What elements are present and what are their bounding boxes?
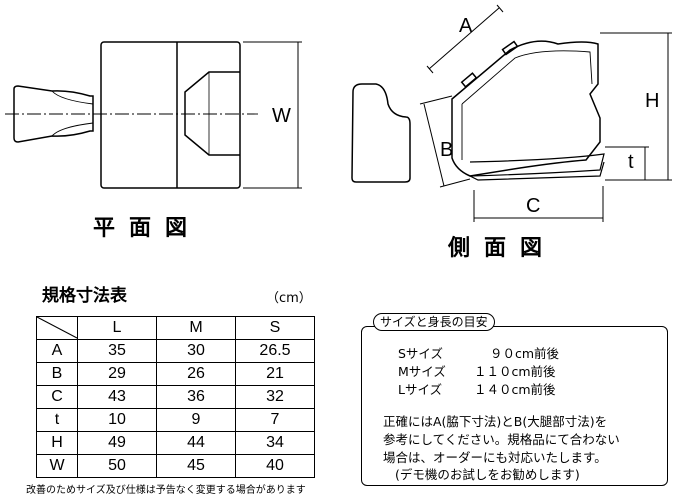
table-col-header: L [77,316,157,340]
guide-note-line: 参考にしてください。規格品にて合わない [383,432,620,447]
table-row: H 49 44 34 [36,431,315,455]
table-cell: 21 [235,362,315,386]
dim-label-b: B [440,139,454,161]
table-cell: 40 [235,454,315,478]
table-header-row: L M S [36,316,315,340]
table-row: C 43 36 32 [36,385,315,409]
table-cell: 44 [156,431,236,455]
table-cell: 35 [77,339,157,363]
plan-body-shape [100,41,241,189]
plan-grip-shape [13,85,94,143]
table-cell: 43 [77,385,157,409]
table-row: W 50 45 40 [36,454,315,478]
table-cell: 7 [235,408,315,432]
size-table-unit: （cm） [266,291,312,306]
table-cell: 50 [77,454,157,478]
table-cell: 32 [235,385,315,409]
plan-view-title: 平面図 [93,216,202,241]
table-col-header: M [156,316,236,340]
dim-label-a: A [459,15,473,37]
table-corner-cell [36,316,78,340]
guide-height-value: １１０cm前後 [474,364,556,379]
table-cell: 45 [156,454,236,478]
guide-height-value: １４０cm前後 [474,382,556,397]
table-row: t 10 9 7 [36,408,315,432]
dim-label-c: C [526,195,541,217]
guide-size-label: Lサイズ [398,382,443,397]
size-table-title: 規格寸法表 [42,286,127,306]
table-row-label: C [36,385,78,409]
table-cell: 29 [77,362,157,386]
guide-size-label: Mサイズ [398,364,446,379]
guide-note-line: 正確にはA(脇下寸法)とB(大腿部寸法)を [383,414,608,429]
table-row: B 29 26 21 [36,362,315,386]
height-guide-title: サイズと身長の目安 [373,313,495,331]
dim-label-h: H [645,90,660,112]
guide-note-line: (デモ機のお試しをお勧めします) [395,467,580,482]
table-col-header: S [235,316,315,340]
table-cell: 26.5 [235,339,315,363]
plan-dim-w-line [243,41,302,189]
guide-note-line: 場合は、オーダーにも対応いたします。 [383,450,607,465]
side-view-title: 側面図 [448,236,557,261]
table-row-label: H [36,431,78,455]
dim-label-w: W [272,105,291,127]
dim-label-t: t [628,151,634,173]
table-row-label: t [36,408,78,432]
table-cell: 9 [156,408,236,432]
side-dim-lines [419,4,672,222]
table-cell: 36 [156,385,236,409]
table-cell: 26 [156,362,236,386]
guide-size-label: Sサイズ [398,346,444,361]
table-cell: 34 [235,431,315,455]
side-seat-shape [451,40,605,181]
table-row-label: A [36,339,78,363]
table-row-label: W [36,454,78,478]
footnote: 改善のためサイズ及び仕様は予告なく変更する場合があります [26,485,306,496]
side-back-piece [351,83,411,183]
height-guide-box [361,326,668,486]
size-table: L M S A 35 30 26.5 B 29 26 21 C 43 36 32… [36,316,315,478]
table-cell: 49 [77,431,157,455]
guide-height-value: ９０cm前後 [490,346,560,361]
table-cell: 30 [156,339,236,363]
table-row: A 35 30 26.5 [36,339,315,363]
table-row-label: B [36,362,78,386]
table-cell: 10 [77,408,157,432]
